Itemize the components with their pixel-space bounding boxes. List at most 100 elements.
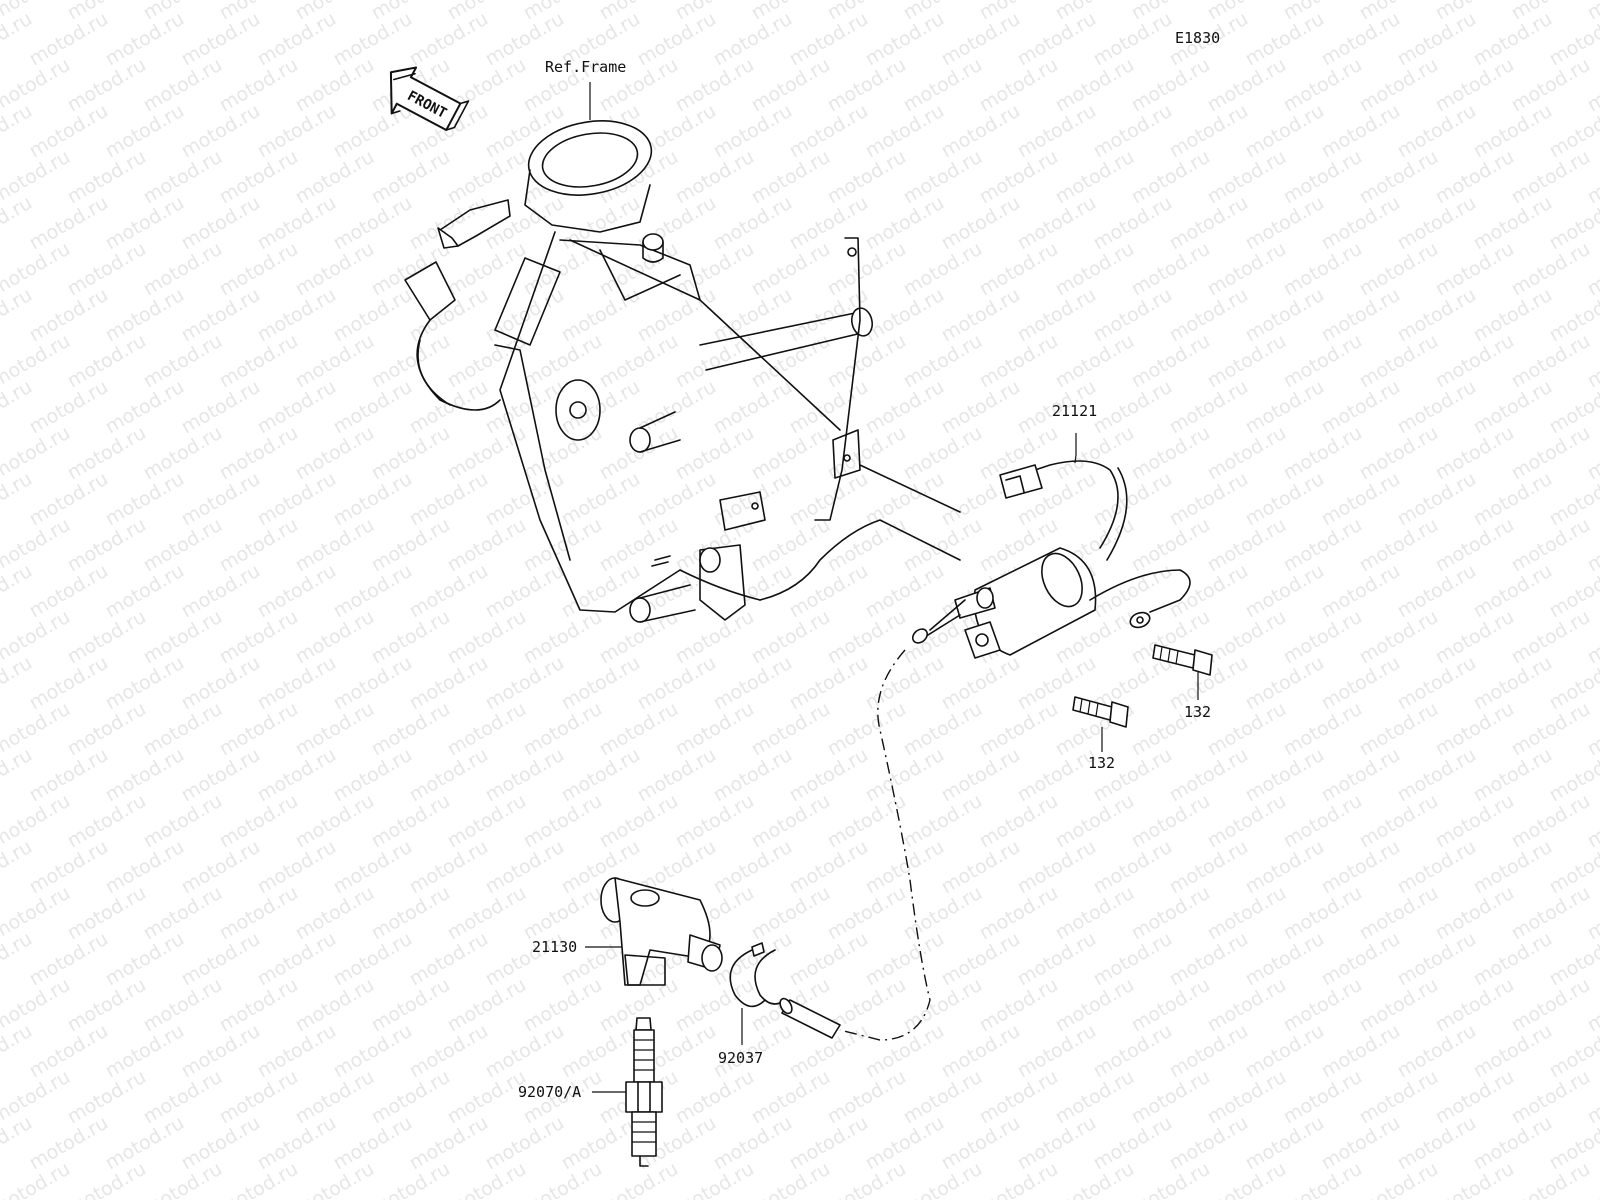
watermark-text: motod.ru: [710, 192, 796, 255]
watermark-text: motod.ru: [862, 100, 948, 163]
watermark-text: motod.ru: [1508, 330, 1594, 393]
watermark-text: motod.ru: [862, 652, 948, 715]
watermark-text: motod.ru: [938, 744, 1024, 807]
watermark-text: motod.ru: [330, 192, 416, 255]
watermark-text: motod.ru: [140, 54, 226, 117]
watermark-text: motod.ru: [1280, 330, 1366, 393]
watermark-text: motod.ru: [786, 744, 872, 807]
watermark-text: motod.ru: [102, 192, 188, 255]
watermark-text: motod.ru: [976, 698, 1062, 761]
watermark-text: motod.ru: [102, 100, 188, 163]
watermark-text: motod.ru: [368, 606, 454, 669]
watermark-text: motod.ru: [1508, 146, 1594, 209]
watermark-text: motod.ru: [444, 422, 530, 485]
watermark-text: motod.ru: [1394, 560, 1480, 623]
watermark-text: motod.ru: [558, 1020, 644, 1083]
watermark-text: motod.ru: [216, 698, 302, 761]
watermark-text: motod.ru: [976, 330, 1062, 393]
watermark-text: motod.ru: [558, 1112, 644, 1175]
plug-cap: [600, 877, 723, 986]
watermark-text: motod.ru: [1204, 238, 1290, 301]
watermark-text: motod.ru: [1014, 8, 1100, 71]
watermark-text: motod.ru: [1014, 192, 1100, 255]
watermark-text: motod.ru: [1508, 238, 1594, 301]
watermark-text: motod.ru: [178, 192, 264, 255]
watermark-text: motod.ru: [1432, 606, 1518, 669]
watermark-text: motod.ru: [1280, 882, 1366, 945]
watermark-text: motod.ru: [1432, 514, 1518, 577]
watermark-text: motod.ru: [330, 836, 416, 899]
watermark-text: motod.ru: [178, 284, 264, 347]
watermark-text: motod.ru: [748, 882, 834, 945]
watermark-text: motod.ru: [900, 146, 986, 209]
watermark-text: motod.ru: [1470, 192, 1556, 255]
watermark-text: motod.ru: [786, 376, 872, 439]
watermark-text: motod.ru: [1090, 836, 1176, 899]
watermark-text: motod.ru: [1166, 376, 1252, 439]
watermark-text: motod.ru: [748, 514, 834, 577]
watermark-text: motod.ru: [1242, 928, 1328, 991]
watermark-text: motod.ru: [254, 376, 340, 439]
watermark-text: motod.ru: [254, 1020, 340, 1083]
watermark-text: motod.ru: [1470, 836, 1556, 899]
watermark-text: motod.ru: [1280, 54, 1366, 117]
watermark-text: motod.ru: [482, 744, 568, 807]
watermark-text: motod.ru: [1356, 54, 1442, 117]
watermark-text: motod.ru: [1204, 422, 1290, 485]
watermark-text: motod.ru: [1014, 1112, 1100, 1175]
watermark-text: motod.ru: [1128, 514, 1214, 577]
watermark-text: motod.ru: [1470, 8, 1556, 71]
watermark-text: motod.ru: [748, 330, 834, 393]
watermark-text: motod.ru: [330, 744, 416, 807]
watermark-text: motod.ru: [786, 1112, 872, 1175]
watermark-text: motod.ru: [938, 284, 1024, 347]
watermark-text: motod.ru: [1204, 882, 1290, 945]
watermark-text: motod.ru: [862, 928, 948, 991]
watermark-text: motod.ru: [26, 744, 112, 807]
watermark-text: motod.ru: [1318, 192, 1404, 255]
watermark-text: motod.ru: [292, 698, 378, 761]
watermark-text: motod.ru: [482, 652, 568, 715]
watermark-text: motod.ru: [824, 882, 910, 945]
watermark-text: motod.ru: [254, 8, 340, 71]
watermark-text: motod.ru: [254, 560, 340, 623]
watermark-text: motod.ru: [26, 376, 112, 439]
watermark-text: motod.ru: [1242, 468, 1328, 531]
watermark-text: motod.ru: [1090, 284, 1176, 347]
watermark-text: motod.ru: [1508, 1066, 1594, 1129]
watermark-text: motod.ru: [64, 606, 150, 669]
watermark-text: motod.ru: [1470, 928, 1556, 991]
watermark-text: motod.ru: [1204, 330, 1290, 393]
watermark-text: motod.ru: [1318, 376, 1404, 439]
watermark-text: motod.ru: [26, 1112, 112, 1175]
watermark-text: motod.ru: [368, 790, 454, 853]
watermark-text: motod.ru: [254, 744, 340, 807]
watermark-text: motod.ru: [1280, 974, 1366, 1037]
watermark-text: motod.ru: [824, 54, 910, 117]
watermark-text: motod.ru: [1128, 422, 1214, 485]
watermark-text: motod.ru: [1128, 790, 1214, 853]
watermark-text: motod.ru: [406, 744, 492, 807]
watermark-text: motod.ru: [140, 698, 226, 761]
watermark-text: motod.ru: [1470, 1020, 1556, 1083]
watermark-text: motod.ru: [1318, 468, 1404, 531]
watermark-text: motod.ru: [1470, 284, 1556, 347]
watermark-text: motod.ru: [1356, 422, 1442, 485]
watermark-text: motod.ru: [1166, 744, 1252, 807]
watermark-text: motod.ru: [1280, 698, 1366, 761]
label-spark-plug: 92070/A: [518, 1083, 581, 1101]
watermark-text: motod.ru: [1242, 192, 1328, 255]
watermark-text: motod.ru: [1166, 100, 1252, 163]
watermark-text: motod.ru: [748, 1066, 834, 1129]
watermark-text: motod.ru: [1356, 330, 1442, 393]
watermark-text: motod.ru: [102, 560, 188, 623]
bolt-right: [1152, 644, 1213, 676]
watermark-text: motod.ru: [1052, 54, 1138, 117]
watermark-text: motod.ru: [1318, 100, 1404, 163]
watermark-text: motod.ru: [254, 652, 340, 715]
watermark-text: motod.ru: [1204, 514, 1290, 577]
watermark-text: motod.ru: [938, 8, 1024, 71]
watermark-text: motod.ru: [1508, 974, 1594, 1037]
watermark-text: motod.ru: [64, 422, 150, 485]
watermark-text: motod.ru: [368, 882, 454, 945]
